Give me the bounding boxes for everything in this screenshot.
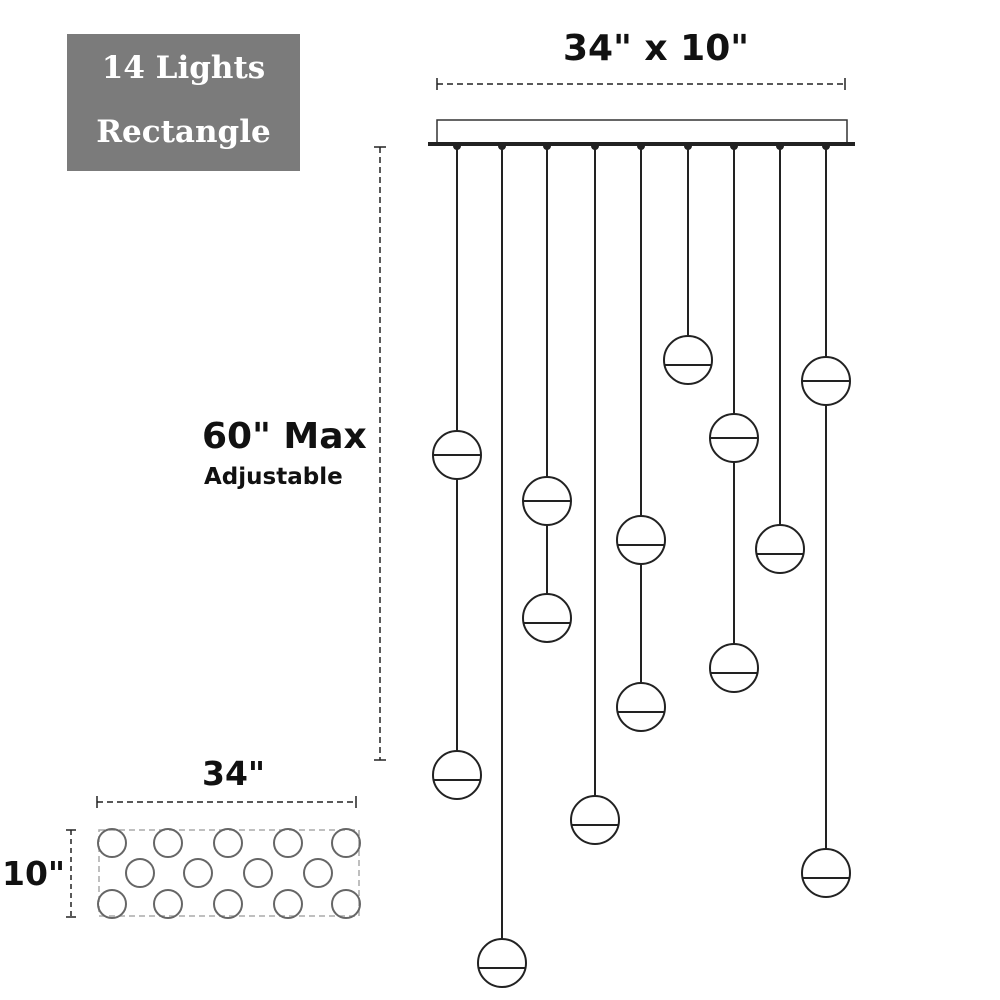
canopy [428,119,855,146]
title-line-2: Rectangle [96,114,271,150]
footprint-width-label: 34" [202,754,266,793]
dimension-lines [66,78,846,918]
footprint-light [97,828,127,858]
top-width-label: 34" x 10" [563,28,749,69]
cord-mount [776,142,784,150]
footprint-light [153,828,183,858]
footprint-light [273,889,303,919]
pendant-globe [570,795,620,845]
pendant-globe [522,593,572,643]
pendant-globe [616,682,666,732]
pendant-globe [663,335,713,385]
pendant-globe [801,848,851,898]
footprint-light [331,889,361,919]
footprint-light [303,858,333,888]
footprint-light [125,858,155,888]
footprint-depth-label: 10" [2,854,66,893]
cord-mount [543,142,551,150]
pendant-globe [616,515,666,565]
footprint-light [331,828,361,858]
cord-mount [498,142,506,150]
cord-mount [591,142,599,150]
footprint-light [183,858,213,888]
pendant-globe [709,413,759,463]
cord-mount [730,142,738,150]
footprint-light [213,889,243,919]
pendant-globe [432,750,482,800]
height-max-label: 60" Max [202,416,367,457]
cord-mount [453,142,461,150]
cord-mount [684,142,692,150]
pendant-globe [477,938,527,988]
cord-mount [637,142,645,150]
footprint-light [97,889,127,919]
cord-mount [822,142,830,150]
footprint-light [213,828,243,858]
pendant-globe [709,643,759,693]
title-box: 14 Lights Rectangle [67,34,300,171]
footprint-light [153,889,183,919]
pendant-globe [522,476,572,526]
pendant-globe [801,356,851,406]
footprint-light [243,858,273,888]
footprint [97,828,361,919]
pendant-globe [755,524,805,574]
pendants [432,142,851,988]
title-line-1: 14 Lights [101,50,266,86]
pendant-globe [432,430,482,480]
height-note-label: Adjustable [204,464,343,490]
footprint-light [273,828,303,858]
